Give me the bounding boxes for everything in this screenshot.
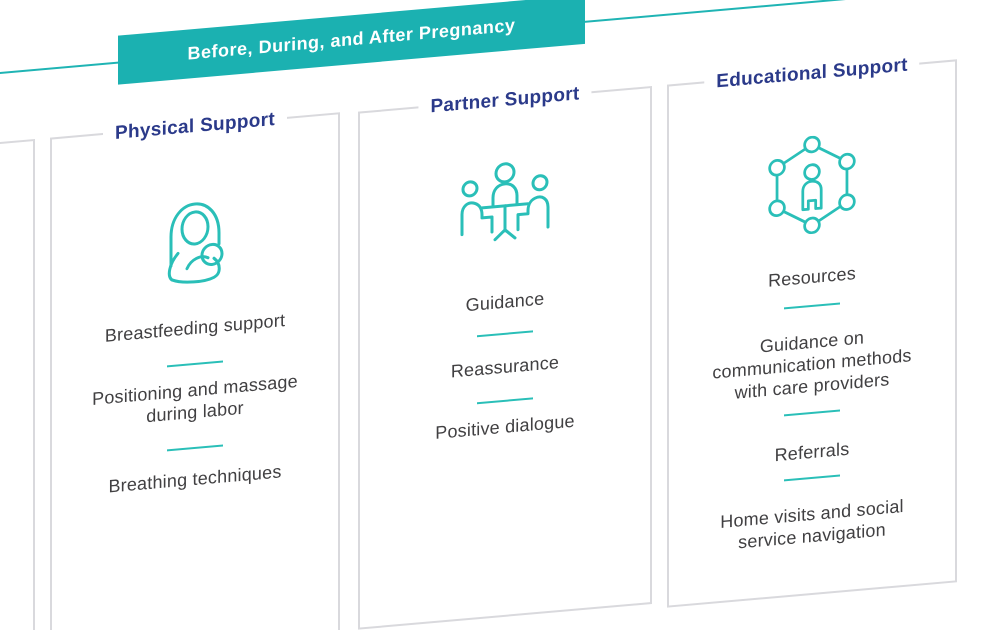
separator-line <box>167 444 223 452</box>
card-physical-support: Physical Support Breastfeeding support P… <box>50 105 340 630</box>
card-educational-support: Educational Support Resources <box>667 51 957 608</box>
separator-line <box>784 474 840 482</box>
card-title-educational: Educational Support <box>704 51 920 97</box>
list-item: Breastfeeding support <box>104 310 286 346</box>
separator-line <box>784 302 840 310</box>
banner-label: Before, During, and After Pregnancy <box>187 14 516 64</box>
person-network-icon <box>766 132 858 238</box>
separator-line <box>784 409 840 417</box>
list-item: Referrals <box>774 438 850 466</box>
list-item: Breathing techniques <box>108 461 282 497</box>
list-item: Positive dialogue <box>435 410 575 443</box>
list-item: Resources <box>768 263 856 291</box>
card-title-partner: Partner Support <box>418 80 592 122</box>
separator-line <box>167 360 223 368</box>
card-partner-support: Partner Support Guidanc <box>358 80 652 630</box>
mother-and-baby-icon <box>151 186 239 288</box>
separator-line <box>477 330 533 338</box>
banner: Before, During, and After Pregnancy <box>118 0 585 85</box>
list-item: Guidance on communication methods with c… <box>712 327 912 403</box>
list-item: Positioning and massage during labor <box>92 370 298 427</box>
card-partial-left <box>0 138 35 630</box>
separator-line <box>477 397 533 405</box>
list-item: Reassurance <box>450 352 560 382</box>
partners-meeting-icon <box>455 156 555 247</box>
card-title-physical: Physical Support <box>102 105 288 148</box>
list-item: Home visits and social service navigatio… <box>720 495 904 553</box>
list-item: Guidance <box>465 288 545 316</box>
